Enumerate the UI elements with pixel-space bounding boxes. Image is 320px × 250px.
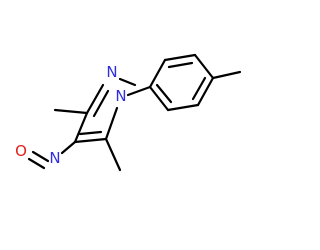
atom-label-nitroso-o: O xyxy=(15,142,27,160)
bond-nitroso-n-o-double-inner xyxy=(27,157,46,170)
bond-phenyl-4 xyxy=(196,76,215,107)
bond-phenyl-1 xyxy=(148,58,167,89)
bond-phenyl-3 xyxy=(193,53,215,80)
bond-n1-c5 xyxy=(104,106,119,141)
bond-phenyl-4-inner xyxy=(191,76,207,101)
bond-c5-methyl xyxy=(104,137,122,172)
atom-label-pyrazole-n1: N xyxy=(115,87,126,105)
bond-phenyl-2-inner xyxy=(167,61,194,69)
pyrazole-structure-diagram: N N N O xyxy=(15,53,242,172)
bond-c4-nitroso-n xyxy=(60,140,77,155)
bond-c5-c4-double xyxy=(73,137,108,144)
bond-phenyl-5 xyxy=(166,103,200,112)
bond-c4-c3 xyxy=(73,111,89,144)
bond-phenyl-2 xyxy=(163,53,197,62)
bond-n2-n1 xyxy=(118,77,137,87)
chemical-structure-canvas: N N N O xyxy=(15,53,242,172)
atom-label-nitroso-n: N xyxy=(49,149,60,167)
bond-phenyl-6 xyxy=(148,85,170,112)
bond-c3-n2-double-inner xyxy=(92,89,110,118)
bond-phenyl-methyl xyxy=(211,70,242,80)
bond-c5-c4-double-inner xyxy=(78,130,103,136)
bond-n1-phenyl xyxy=(126,85,152,97)
bond-c3-methyl xyxy=(53,108,89,115)
bond-phenyl-6-inner xyxy=(155,83,173,104)
bond-nitroso-n-o-double xyxy=(31,150,50,163)
bond-c3-n2-double xyxy=(85,83,105,115)
atom-label-pyrazole-n2: N xyxy=(106,63,117,81)
